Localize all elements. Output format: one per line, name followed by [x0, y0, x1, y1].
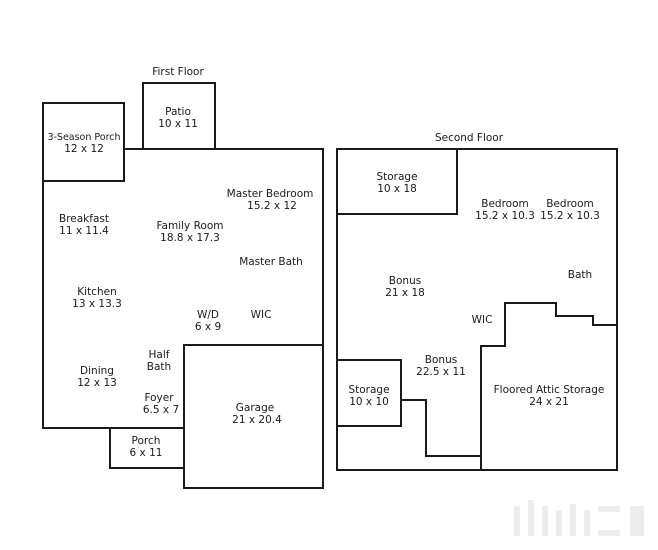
bonus-1-size: 21 x 18	[385, 287, 425, 299]
garage-name: Garage	[236, 402, 274, 414]
family-room-name: Family Room	[156, 220, 223, 232]
patio-name: Patio	[165, 106, 191, 118]
three-season-porch-size: 12 x 12	[64, 143, 104, 155]
kitchen-size: 13 x 13.3	[72, 298, 122, 310]
half-bath-size: Bath	[147, 361, 171, 373]
storage-bottom-name: Storage	[348, 384, 389, 396]
foyer-name: Foyer	[144, 392, 174, 404]
breakfast-size: 11 x 11.4	[59, 225, 109, 237]
bath-name: Bath	[568, 269, 592, 281]
second-floor-title: Second Floor	[435, 132, 504, 144]
master-bedroom-name: Master Bedroom	[227, 188, 314, 200]
storage-bottom-outline	[336, 359, 402, 427]
second-floor-wic-name: WIC	[472, 314, 493, 326]
second-floor-walls	[336, 148, 618, 471]
porch-size: 6 x 11	[130, 447, 163, 459]
master-bath-name: Master Bath	[239, 256, 303, 268]
wic-name: WIC	[251, 309, 272, 321]
garage-outline	[183, 344, 324, 489]
first-floor-walls	[42, 82, 324, 489]
watermark-logo	[514, 500, 644, 536]
storage-bottom-size: 10 x 10	[349, 396, 389, 408]
bonus-2-size: 22.5 x 11	[416, 366, 466, 378]
dining-name: Dining	[80, 365, 114, 377]
bonus-2-name: Bonus	[425, 354, 457, 366]
wd-name: W/D	[197, 309, 219, 321]
dining-size: 12 x 13	[77, 377, 117, 389]
second-floor-labels: Storage 10 x 18 Bedroom 15.2 x 10.3 Bedr…	[348, 171, 604, 408]
kitchen-name: Kitchen	[77, 286, 116, 298]
bedroom-2-size: 15.2 x 10.3	[540, 210, 600, 222]
master-bedroom-size: 15.2 x 12	[247, 200, 297, 212]
breakfast-name: Breakfast	[59, 213, 109, 225]
storage-top-size: 10 x 18	[377, 183, 417, 195]
bedroom-1-name: Bedroom	[481, 198, 529, 210]
foyer-size: 6.5 x 7	[143, 404, 179, 416]
bedroom-2-name: Bedroom	[546, 198, 594, 210]
wd-size: 6 x 9	[195, 321, 221, 333]
attic-storage-size: 24 x 21	[529, 396, 569, 408]
three-season-porch-name: 3-Season Porch	[47, 132, 120, 143]
three-season-porch-outline	[42, 102, 125, 182]
garage-size: 21 x 20.4	[232, 414, 282, 426]
storage-top-name: Storage	[376, 171, 417, 183]
attic-storage-outline	[480, 302, 617, 470]
bedroom-1-size: 15.2 x 10.3	[475, 210, 535, 222]
half-bath-name: Half	[149, 349, 170, 361]
porch-name: Porch	[132, 435, 161, 447]
family-room-size: 18.8 x 17.3	[160, 232, 220, 244]
patio-size: 10 x 11	[158, 118, 198, 130]
storage-top-outline	[337, 149, 458, 215]
attic-storage-name: Floored Attic Storage	[494, 384, 605, 396]
first-floor-labels: Patio 10 x 11 3-Season Porch 12 x 12 Bre…	[47, 106, 313, 459]
second-floor-outline	[336, 148, 618, 471]
bonus-1-name: Bonus	[389, 275, 421, 287]
first-floor-title: First Floor	[152, 66, 204, 78]
bonus-lower-outline	[401, 399, 481, 457]
porch-outline	[109, 428, 184, 469]
